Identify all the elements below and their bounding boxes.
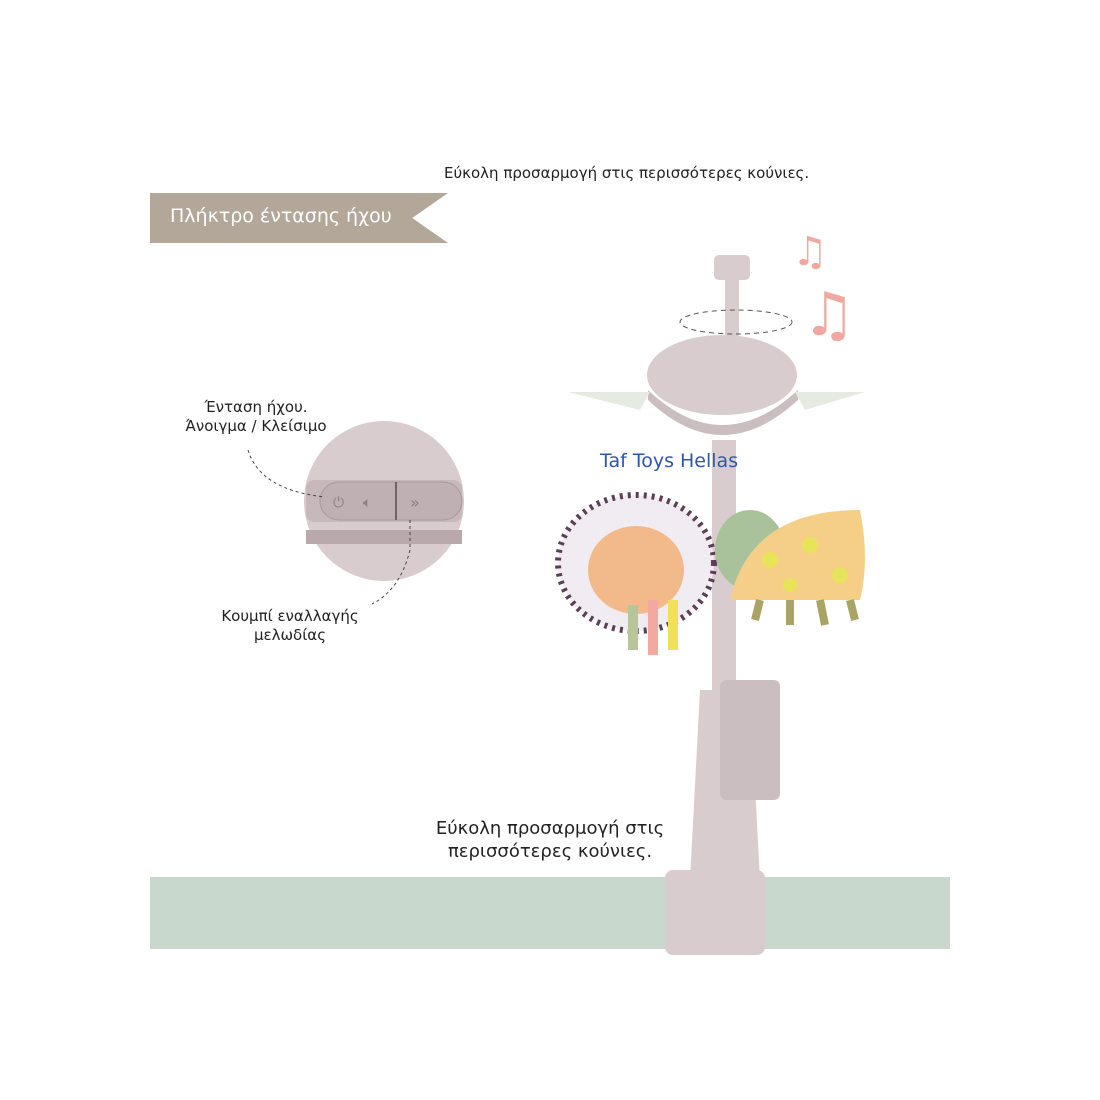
- bottom-caption-line2: περισσότερες κούνιες.: [447, 841, 653, 862]
- ribbon-title: Πλήκτρο έντασης ήχου: [170, 205, 392, 227]
- svg-text:♫: ♫: [802, 280, 856, 350]
- button-closeup: ⏻ 🔈︎ »: [304, 421, 464, 581]
- volume-label-line2: Άνοιγμα / Κλείσιμο: [185, 417, 327, 435]
- title-ribbon: [150, 193, 448, 243]
- bottom-caption: Εύκολη προσαρμογή στις περισσότερες κούν…: [410, 817, 690, 863]
- music-notes-icon: ♫ ♫: [792, 229, 856, 350]
- melody-label-line1: Κουμπί εναλλαγής: [221, 607, 359, 625]
- crib-rail: [150, 877, 950, 949]
- svg-text:♫: ♫: [792, 229, 828, 275]
- power-icon: ⏻: [333, 495, 344, 511]
- top-caption: Εύκολη προσαρμογή στις περισσότερες κούν…: [444, 164, 810, 182]
- bottom-caption-line1: Εύκολη προσαρμογή στις: [435, 818, 665, 839]
- next-icon: »: [410, 493, 420, 512]
- mobile-stand: [568, 255, 865, 955]
- melody-label-line2: μελωδίας: [253, 626, 327, 644]
- brand-watermark: Taf Toys Hellas: [600, 450, 739, 472]
- volume-label-line1: Ένταση ήχου.: [204, 398, 308, 416]
- volume-button-label: Ένταση ήχου. Άνοιγμα / Κλείσιμο: [166, 398, 346, 436]
- melody-button-label: Κουμπί εναλλαγής μελωδίας: [200, 607, 380, 645]
- lion-toy: [555, 492, 717, 655]
- speaker-icon: 🔈︎: [363, 495, 371, 511]
- turtle-toy: [715, 510, 865, 626]
